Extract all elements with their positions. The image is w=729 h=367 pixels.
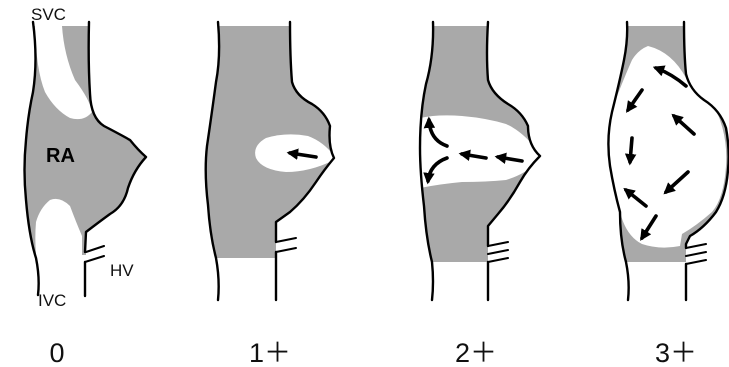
label-hv: HV: [110, 261, 134, 280]
panel-grade-1plus: 1＋: [206, 22, 334, 367]
label-ra: RA: [46, 145, 75, 167]
grade-label: 0: [49, 338, 64, 367]
panel-grade-2plus: 2＋: [420, 22, 540, 367]
grade-label: 2＋: [455, 338, 497, 367]
label-ivc: IVC: [38, 291, 66, 310]
panel-grade-0: SVC RA HV IVC 0: [25, 5, 147, 367]
label-svc: SVC: [31, 5, 66, 24]
grade-label: 1＋: [249, 338, 291, 367]
hepatic-vein: [276, 238, 296, 252]
hepatic-vein: [85, 246, 104, 262]
jet-arrow-mid-left: [630, 138, 632, 162]
hepatic-vein: [686, 244, 706, 264]
panel-grade-3plus: 3＋: [608, 22, 729, 367]
grade-label: 3＋: [655, 338, 697, 367]
hepatic-vein: [488, 242, 508, 262]
